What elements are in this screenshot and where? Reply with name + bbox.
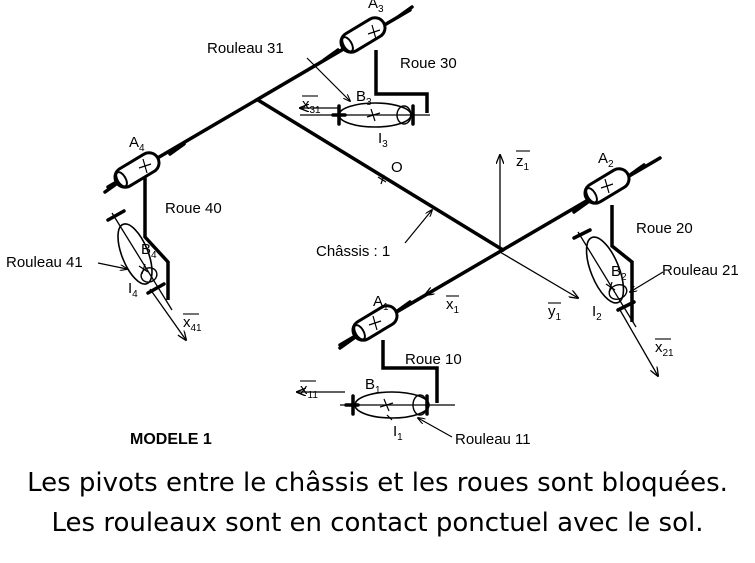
label-roue-10: Roue 10 <box>405 351 462 368</box>
label-axis-x11: x11 <box>300 381 318 401</box>
label-rouleau-21: Rouleau 21 <box>662 262 739 279</box>
wheel-40 <box>103 142 186 300</box>
label-axis-x41: x41 <box>183 314 202 334</box>
chassis-pointer <box>404 210 432 244</box>
model-label: MODELE 1 <box>130 431 212 448</box>
caption-line-1: Les pivots entre le châssis et les roues… <box>27 468 728 498</box>
label-axis-x21: x21 <box>655 339 674 359</box>
frame-axes <box>425 155 578 298</box>
label-B4: B4 <box>141 241 157 261</box>
axis-vector-bars <box>183 95 671 382</box>
label-axis-x1: x1 <box>446 296 460 316</box>
label-A1: A1 <box>373 293 389 313</box>
kinematic-diagram: MODELE 1 Châssis : 1 O Roue 10 Roue 20 R… <box>6 0 739 448</box>
label-axis-z1: z1 <box>516 153 530 173</box>
label-roue-30: Roue 30 <box>400 55 457 72</box>
roller-11 <box>297 392 455 438</box>
label-roue-40: Roue 40 <box>165 200 222 217</box>
label-B3: B3 <box>356 88 372 108</box>
label-I4: I4 <box>128 280 138 300</box>
diagram-labels: MODELE 1 Châssis : 1 O Roue 10 Roue 20 R… <box>6 0 739 448</box>
roller-31 <box>300 57 430 128</box>
label-I2: I2 <box>592 303 602 323</box>
label-axis-x31: x31 <box>302 96 321 116</box>
label-A2: A2 <box>598 150 614 170</box>
label-roue-20: Roue 20 <box>636 220 693 237</box>
chassis-frame <box>106 8 662 347</box>
label-I3: I3 <box>378 130 388 150</box>
roller-41 <box>97 209 186 340</box>
label-I1: I1 <box>393 423 403 443</box>
wheel-10 <box>338 300 439 403</box>
origin-mark <box>377 174 387 185</box>
label-axis-y1: y1 <box>548 303 562 323</box>
caption-line-2: Les rouleaux sont en contact ponctuel av… <box>51 508 704 538</box>
label-rouleau-41: Rouleau 41 <box>6 254 83 271</box>
label-rouleau-31: Rouleau 31 <box>207 40 284 57</box>
label-B1: B1 <box>365 376 381 396</box>
chassis-label: Châssis : 1 <box>316 243 390 260</box>
label-A4: A4 <box>129 134 145 154</box>
label-A3: A3 <box>368 0 384 15</box>
origin-label: O <box>391 159 403 176</box>
label-rouleau-11: Rouleau 11 <box>455 431 531 448</box>
wheel-30 <box>322 5 429 113</box>
label-B2: B2 <box>611 263 627 283</box>
roller-21 <box>572 228 664 376</box>
